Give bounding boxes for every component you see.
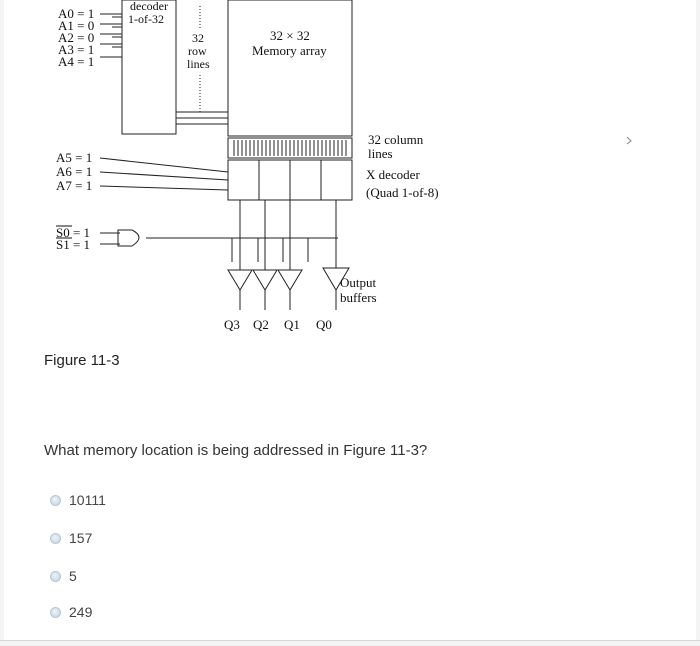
address-label-a4: A4 = 1 (58, 54, 94, 69)
address-label-a3: A3 = 1 (58, 42, 94, 57)
memory-array-label: Memory array (252, 43, 327, 58)
answer-option-3[interactable]: 5 (50, 568, 77, 584)
select-label-s1: S1 = 1 (56, 237, 90, 252)
bottom-divider (0, 640, 700, 641)
option-label: 249 (69, 604, 93, 620)
output-buffers-label: Output (340, 275, 377, 290)
decoder-label: decoder (130, 0, 168, 13)
x-decoder-type-label: (Quad 1-of-8) (366, 185, 439, 200)
row-lines-label: lines (187, 57, 210, 71)
address-label-a1: A1 = 0 (58, 18, 94, 33)
column-select-label-a6: A6 = 1 (56, 164, 92, 179)
output-q0: Q0 (316, 317, 332, 332)
column-select-label-a7: A7 = 1 (56, 178, 92, 193)
question-card (4, 0, 696, 640)
output-buffers-word: buffers (340, 290, 377, 305)
select-label-s0: S0 = 1 (56, 225, 90, 240)
memory-diagram: A0 = 1 A1 = 0 A2 = 0 A3 = 1 A4 = 1 decod… (56, 0, 632, 332)
column-select-label-a5: A5 = 1 (56, 150, 92, 165)
answer-option-2[interactable]: 157 (50, 530, 92, 546)
row-lines-word: row (188, 44, 207, 58)
figure-caption: Figure 11-3 (44, 352, 120, 369)
option-label: 157 (69, 530, 93, 546)
output-q1: Q1 (284, 317, 300, 332)
output-q2: Q2 (253, 317, 269, 332)
x-decoder-label: X decoder (366, 167, 420, 182)
column-lines-label: lines (368, 146, 393, 161)
column-lines-count: 32 column (368, 132, 424, 147)
memory-size-label: 32 × 32 (270, 28, 310, 43)
radio-button[interactable] (50, 606, 61, 618)
radio-button[interactable] (50, 494, 61, 506)
output-q3: Q3 (224, 317, 240, 332)
answer-option-1[interactable]: 10111 (50, 492, 106, 508)
question-text: What memory location is being addressed … (44, 442, 428, 459)
row-lines-count: 32 (192, 31, 204, 45)
radio-button[interactable] (50, 570, 61, 582)
address-label-a2: A2 = 0 (58, 30, 94, 45)
answer-option-4[interactable]: 249 (50, 604, 92, 620)
radio-button[interactable] (50, 532, 61, 544)
option-label: 5 (69, 568, 77, 584)
option-label: 10111 (69, 492, 106, 508)
decoder-type-label: 1-of-32 (128, 12, 164, 26)
address-label-a0: A0 = 1 (58, 6, 94, 21)
